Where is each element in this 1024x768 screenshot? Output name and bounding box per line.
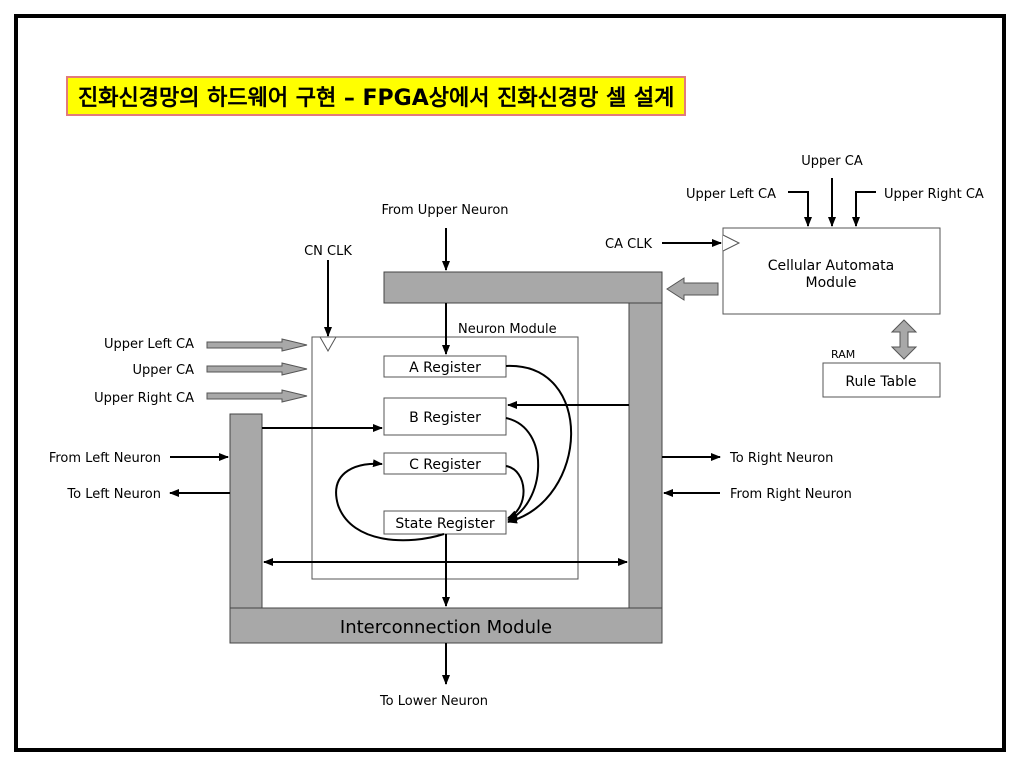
to-right-neuron-label: To Right Neuron xyxy=(729,451,833,466)
cn-clk-triangle xyxy=(319,336,337,353)
slide-title: 진화신경망의 하드웨어 구현 – FPGA상에서 진화신경망 셀 설계 xyxy=(66,76,687,116)
c-to-state-curve xyxy=(505,465,525,519)
a-register-box xyxy=(383,355,507,378)
interconnection-module-bar xyxy=(229,607,663,644)
c-register-box xyxy=(383,452,507,475)
ca-clk-label: CA CLK xyxy=(605,237,652,252)
top-bar xyxy=(383,271,663,304)
left-bar xyxy=(229,413,263,609)
from-right-neuron-label: From Right Neuron xyxy=(730,487,852,502)
b-to-state-curve xyxy=(505,417,540,521)
from-upper-neuron-label: From Upper Neuron xyxy=(381,203,508,218)
interconnection-module-label: Interconnection Module xyxy=(340,617,552,638)
ca-module-box xyxy=(722,227,941,315)
ca-module-label-line2: Module xyxy=(806,275,857,291)
neuron-module-label: Neuron Module xyxy=(458,322,557,337)
upper-right-ca-label: Upper Right CA xyxy=(94,391,194,406)
ram-double-arrow xyxy=(890,319,918,360)
ram-label: RAM xyxy=(831,348,855,361)
upper-right-ca-arrow xyxy=(852,191,876,227)
cn-clk-label: CN CLK xyxy=(304,244,352,259)
top-upper-left-ca-label: Upper Left CA xyxy=(686,187,776,202)
ca-module-label-line1: Cellular Automata xyxy=(768,258,895,274)
upper-left-ca-label: Upper Left CA xyxy=(104,337,194,352)
a-to-state-curve xyxy=(505,364,573,524)
to-lower-neuron-label: To Lower Neuron xyxy=(379,694,488,709)
right-bar xyxy=(628,302,663,609)
c-register-label: C Register xyxy=(409,457,481,473)
rule-table-label: Rule Table xyxy=(845,374,916,390)
upper-right-ca-input-arrow xyxy=(206,389,308,403)
from-left-neuron-label: From Left Neuron xyxy=(49,451,161,466)
state-register-label: State Register xyxy=(395,516,494,532)
upper-ca-input-arrow xyxy=(206,362,308,376)
b-register-box xyxy=(383,397,507,436)
state-to-c-feedback-curve xyxy=(335,459,445,542)
upper-ca-label: Upper CA xyxy=(133,363,195,378)
a-register-label: A Register xyxy=(409,360,481,376)
upper-left-ca-arrow xyxy=(788,191,812,227)
ca-clk-triangle xyxy=(722,234,741,252)
top-upper-right-ca-label: Upper Right CA xyxy=(884,187,984,202)
to-left-neuron-label: To Left Neuron xyxy=(66,487,161,502)
rule-table-box xyxy=(822,362,941,398)
ca-to-top-bar-block-arrow xyxy=(666,277,719,301)
top-upper-ca-label: Upper CA xyxy=(801,154,863,169)
b-register-label: B Register xyxy=(409,410,481,426)
upper-left-ca-input-arrow xyxy=(206,338,308,352)
